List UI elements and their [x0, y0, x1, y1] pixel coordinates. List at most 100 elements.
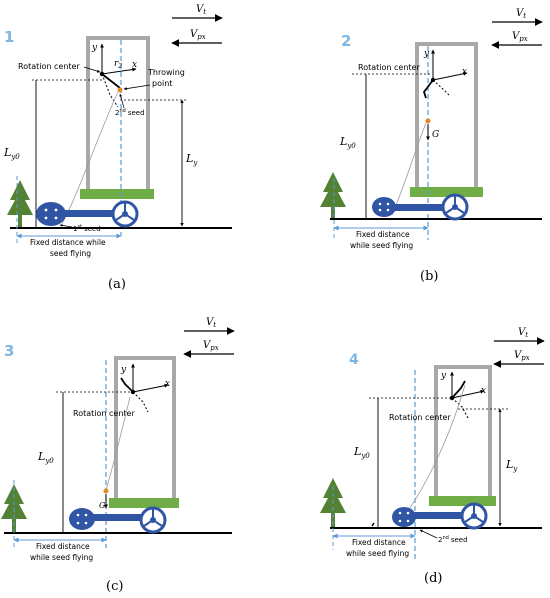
platform: [410, 187, 483, 197]
seed-label-pointer: [419, 529, 438, 539]
rotation-center-point: [99, 71, 105, 77]
rotation-center-label: Rotation center: [18, 62, 80, 71]
wheel-spoke: [445, 206, 456, 214]
vpx-label: Vpx: [512, 31, 528, 43]
step-number-3: 3: [4, 342, 14, 360]
platform: [429, 496, 496, 506]
seed-hopper: [392, 507, 416, 527]
seed-top-pointer: [119, 93, 125, 109]
axis-x: [132, 383, 169, 393]
axis-x: [432, 71, 468, 81]
arm-path: [132, 391, 149, 413]
step-number-2: 2: [341, 32, 351, 50]
seed-hopper: [36, 202, 66, 226]
axis-y-label: y: [91, 43, 98, 53]
hopper-dot: [406, 511, 410, 515]
tree-icon: [320, 172, 346, 207]
platform: [109, 498, 179, 508]
panel-c: 3 Vt Vpx y x Rotation center G Ly0: [1, 317, 235, 594]
caption-b: (b): [420, 269, 438, 284]
rotation-center-pointer: [83, 66, 101, 73]
arm-path: [432, 79, 451, 97]
throwing-point-pointer: [123, 84, 151, 91]
wheel-spoke: [143, 519, 154, 527]
panel-b: 2 Vt Vpx y x Rotation center G Ly0: [320, 8, 543, 284]
rotation-center-label: Rotation center: [389, 413, 451, 422]
throwing-arm: [422, 79, 434, 99]
axis-x-label: x: [165, 379, 170, 389]
hopper-dot: [54, 208, 58, 212]
hopper-dot: [84, 521, 88, 525]
vpx-label: Vpx: [190, 29, 206, 41]
ly-label: Ly: [185, 152, 198, 167]
vt-label: Vt: [516, 8, 526, 20]
seed-dot: [117, 87, 123, 93]
step-number-1: 1: [4, 28, 14, 46]
hopper-dot: [76, 513, 80, 517]
throwing-point-line1: Throwing: [147, 68, 185, 77]
fixed-distance-line1: Fixed distance while: [30, 238, 106, 247]
fixed-distance-line1: Fixed distance: [356, 230, 410, 239]
wheel-spoke: [152, 519, 163, 527]
lift-frame: [415, 42, 478, 188]
axis-x-label: x: [462, 67, 467, 77]
ly-label: Ly: [505, 458, 518, 473]
radius-label: r2: [114, 59, 122, 70]
axis-x: [101, 67, 137, 75]
arm-path: [451, 397, 469, 419]
fixed-distance-line2: while seed flying: [346, 549, 409, 558]
wheel-spoke: [464, 515, 475, 523]
lift-frame: [86, 36, 150, 190]
vehicle-bar: [392, 204, 452, 211]
fixed-distance-line2: seed flying: [50, 249, 91, 258]
wheel-spoke: [124, 213, 135, 221]
throwing-arm: [120, 377, 134, 393]
seed-dot: [103, 488, 109, 494]
arm-path: [101, 73, 119, 108]
ly0-label: Ly0: [339, 135, 356, 150]
vt-label: Vt: [518, 327, 528, 339]
ly0-label: Ly0: [353, 445, 370, 460]
hopper-dot: [398, 511, 402, 515]
hopper-dot: [398, 519, 402, 523]
seed-trajectory: [105, 396, 131, 491]
gravity-label: G: [432, 130, 439, 140]
hopper-dot: [44, 208, 48, 212]
seed-trajectory: [404, 384, 466, 516]
planted-seed: [371, 522, 375, 527]
rotation-center-label: Rotation center: [358, 63, 420, 72]
vehicle-bar: [90, 514, 150, 521]
panel-a: 1 Vt Vpx y x r2 Rotation center Throwing…: [3, 4, 232, 292]
seed-hopper: [372, 197, 396, 217]
platform: [80, 189, 154, 199]
axis-y-label: y: [440, 371, 447, 381]
hopper-dot: [54, 216, 58, 220]
hopper-dot: [76, 521, 80, 525]
seed-hopper: [69, 508, 95, 530]
axis-x: [451, 389, 485, 399]
hopper-dot: [406, 519, 410, 523]
vehicle-bar: [64, 210, 124, 217]
hopper-dot: [84, 513, 88, 517]
wheel-spoke: [473, 515, 484, 523]
tree-trunk: [331, 207, 335, 218]
ly0-label: Ly0: [37, 450, 54, 465]
step-number-4: 4: [349, 352, 359, 368]
fixed-distance-line2: while seed flying: [30, 553, 93, 562]
throwing-arm: [451, 380, 466, 399]
hopper-dot: [44, 216, 48, 220]
vt-label: Vt: [206, 317, 216, 329]
caption-a: (a): [108, 277, 126, 292]
caption-d: (d): [424, 571, 442, 586]
hopper-dot: [378, 202, 382, 206]
vpx-label: Vpx: [514, 350, 530, 362]
throwing-arm: [101, 73, 121, 89]
caption-c: (c): [106, 579, 123, 594]
vehicle-bar: [412, 512, 472, 519]
vpx-label: Vpx: [203, 340, 219, 352]
tree-trunk: [18, 215, 22, 227]
